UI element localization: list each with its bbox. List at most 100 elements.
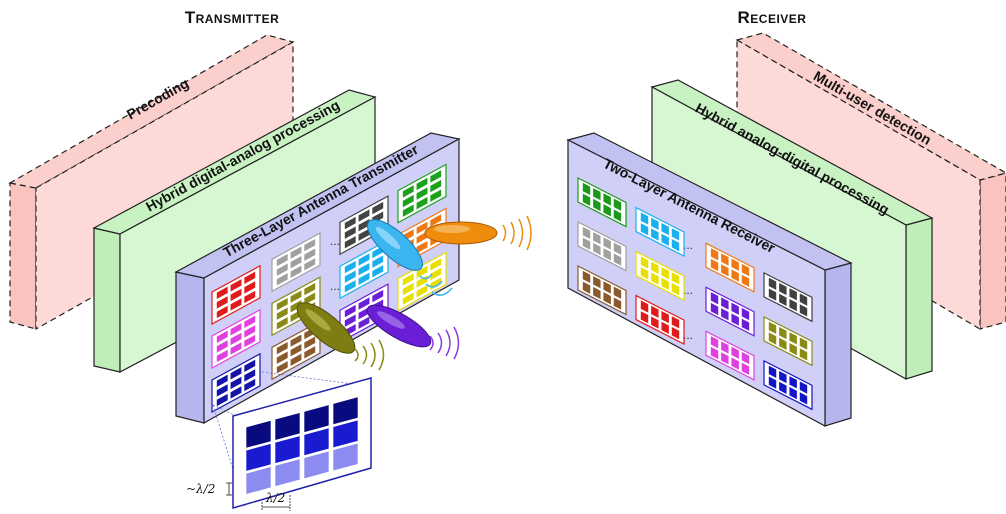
- antenna-element: [741, 351, 750, 365]
- antenna-element: [671, 228, 680, 241]
- antenna-element: [416, 240, 428, 254]
- antenna-element: [671, 239, 680, 252]
- antenna-element: [402, 204, 414, 217]
- antenna-element: [640, 256, 649, 269]
- antenna-element: [290, 290, 302, 303]
- antenna-element: [230, 298, 242, 311]
- antenna-element: [741, 263, 750, 277]
- horizontal-spacing-label: λ/2: [265, 491, 285, 505]
- antenna-element: [799, 392, 808, 405]
- antenna-element: [741, 362, 750, 375]
- antenna-element: [276, 351, 288, 364]
- tx-antenna-panel: Three-Layer Antenna Transmitter ... ... …: [174, 132, 461, 425]
- antenna-element: [661, 277, 669, 290]
- antenna-element: [671, 283, 680, 296]
- rx-antenna-array: [763, 271, 813, 323]
- antenna-element: [582, 237, 591, 250]
- inset-antenna-element: [275, 459, 300, 487]
- inset-antenna-element: [275, 436, 300, 464]
- antenna-element: [731, 302, 739, 315]
- antenna-element: [789, 387, 797, 400]
- antenna-element: [603, 204, 611, 217]
- antenna-element: [671, 272, 680, 285]
- beam-cyan: [367, 219, 453, 296]
- antenna-element: [304, 258, 316, 271]
- antenna-element: [710, 336, 719, 349]
- antenna-element: [230, 342, 242, 355]
- antenna-element: [651, 228, 659, 241]
- antenna-element: [276, 341, 288, 355]
- antenna-element: [344, 304, 356, 318]
- antenna-element: [582, 226, 591, 240]
- antenna-element: [402, 292, 414, 305]
- antenna-element: [613, 253, 622, 266]
- antenna-element: [358, 262, 370, 276]
- antenna-element: [416, 284, 428, 298]
- antenna-element: [779, 282, 787, 296]
- antenna-element: [372, 255, 384, 268]
- antenna-element: [613, 209, 622, 222]
- antenna-element: [789, 343, 797, 356]
- antenna-element: [216, 374, 228, 387]
- antenna-element: [779, 326, 787, 340]
- inset-antenna-element: [304, 405, 329, 433]
- rx-antenna-array: [635, 206, 685, 258]
- tx-antenna-array: [211, 308, 261, 370]
- antenna-element: [304, 346, 316, 359]
- antenna-element: [358, 253, 370, 266]
- antenna-element: [276, 263, 288, 276]
- antenna-element: [216, 340, 228, 353]
- antenna-element: [290, 353, 302, 366]
- antenna-element: [779, 337, 787, 350]
- inset-antenna-element: [333, 397, 358, 425]
- antenna-element: [344, 314, 356, 327]
- antenna-element: [613, 286, 622, 299]
- antenna-element: [710, 258, 719, 272]
- antenna-element: [640, 212, 649, 225]
- antenna-element: [230, 288, 242, 302]
- antenna-element: [430, 189, 442, 202]
- receiver-heading: Receiver: [738, 8, 807, 27]
- antenna-element: [402, 273, 414, 286]
- antenna-element: [582, 281, 591, 294]
- antenna-element: [582, 270, 591, 284]
- tx-antenna-array: [271, 232, 321, 293]
- rx-antenna-array: [577, 221, 627, 272]
- antenna-element: [661, 222, 669, 236]
- antenna-element: [721, 297, 729, 310]
- antenna-element: [304, 336, 316, 349]
- antenna-element: [244, 281, 256, 294]
- antenna-element: [358, 218, 370, 232]
- antenna-element: [244, 290, 256, 304]
- antenna-element: [416, 231, 428, 244]
- antenna-element: [372, 201, 384, 215]
- tx-antenna-array: [211, 352, 261, 414]
- antenna-element: [276, 253, 288, 267]
- antenna-element: [640, 300, 649, 313]
- antenna-element: [731, 313, 739, 326]
- antenna-element: [799, 293, 808, 306]
- spacing-markers: [226, 482, 291, 511]
- antenna-element: [290, 256, 302, 269]
- antenna-element: [216, 393, 228, 407]
- antenna-element: [276, 273, 288, 286]
- antenna-element: [416, 221, 428, 235]
- antenna-element: [721, 253, 729, 266]
- antenna-element: [244, 334, 256, 348]
- antenna-element: [613, 242, 622, 255]
- antenna-element: [721, 264, 729, 277]
- antenna-element: [768, 376, 777, 389]
- rx-antenna-panel: Two-Layer Antenna Receiver ... ... ...: [566, 132, 853, 428]
- transmitter-heading: Transmitter: [185, 8, 280, 27]
- antenna-element: [344, 280, 356, 293]
- rx-antenna-array: [763, 315, 813, 367]
- antenna-element: [768, 321, 777, 334]
- antenna-element: [661, 321, 669, 334]
- inset-antenna-element: [304, 451, 329, 479]
- antenna-element: [661, 233, 669, 246]
- antenna-element: [216, 330, 228, 343]
- antenna-element: [358, 297, 370, 310]
- antenna-element: [651, 316, 659, 329]
- inset-antenna-element: [246, 443, 271, 471]
- antenna-element: [276, 317, 288, 330]
